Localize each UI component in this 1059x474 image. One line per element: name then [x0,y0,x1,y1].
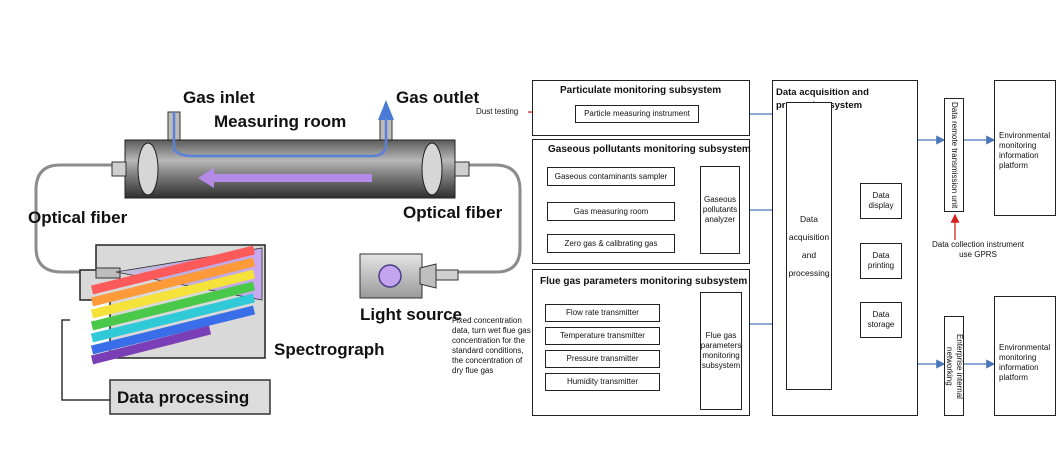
env-platform-top-label: Environmental monitoring information pla… [999,131,1051,170]
remote-transmission-box: Data remote transmission unit [944,98,964,212]
flow-rate-transmitter-box: Flow rate transmitter [545,304,660,322]
humidity-transmitter-box: Humidity transmitter [545,373,660,391]
env-platform-bottom-label: Environmental monitoring information pla… [999,343,1051,382]
gaseous-title: Gaseous pollutants monitoring subsystem [548,144,751,155]
contaminants-sampler-box: Gaseous contaminants sampler [547,167,675,186]
gas-measuring-room-box: Gas measuring room [547,202,675,221]
flue-note: Fixed concentration data, turn wet flue … [452,316,531,375]
light-beam-arrow-icon [198,168,372,188]
data-storage-box: Data storage [860,302,902,338]
data-processing-label: Data processing [117,388,250,407]
collection-note: Data collection instrument use GPRS [931,240,1025,259]
env-platform-top: Environmental monitoring information pla… [994,80,1056,216]
measuring-room-tube [111,139,470,199]
dust-testing-label: Dust testing [476,107,519,116]
spectrograph-label: Spectrograph [274,340,385,359]
env-platform-bottom: Environmental monitoring information pla… [994,296,1056,416]
temperature-transmitter-box: Temperature transmitter [545,327,660,345]
spectrograph-to-processing-line [61,319,110,401]
zero-gas-box: Zero gas & calibrating gas [547,234,675,253]
data-display-box: Data display [860,183,902,219]
particulate-title: Particulate monitoring subsystem [560,85,722,96]
measuring-room-label: Measuring room [214,112,347,131]
optical-fiber-left-label: Optical fiber [28,208,128,227]
spectroscopy-schematic [34,100,522,415]
data-processing-box [109,379,271,415]
daq-center-box: Data acquisition and processing [786,102,832,390]
gas-outlet-arrow-icon [378,100,394,120]
flue-title: Flue gas parameters monitoring subsystem [540,276,748,287]
spectrum-bands [90,245,256,365]
flue-params-box: Flue gas parameters monitoring subsystem [700,292,742,410]
gas-inlet-label: Gas inlet [183,88,255,107]
optical-fiber-loop [34,163,522,274]
spectrograph-unit [79,244,266,365]
light-source-label: Light source [360,305,463,324]
particle-instrument-box: Particle measuring instrument [575,105,699,123]
data-printing-box: Data printing [860,243,902,279]
optical-fiber-right-label: Optical fiber [403,203,503,222]
pressure-transmitter-box: Pressure transmitter [545,350,660,368]
pollutants-analyzer-box: Gaseous pollutants analyzer [700,166,740,254]
gas-flow-path [172,112,388,158]
gas-outlet-label: Gas outlet [396,88,480,107]
light-source-unit [359,253,459,299]
enterprise-networking-box: Enterprise internal networking [944,316,964,416]
